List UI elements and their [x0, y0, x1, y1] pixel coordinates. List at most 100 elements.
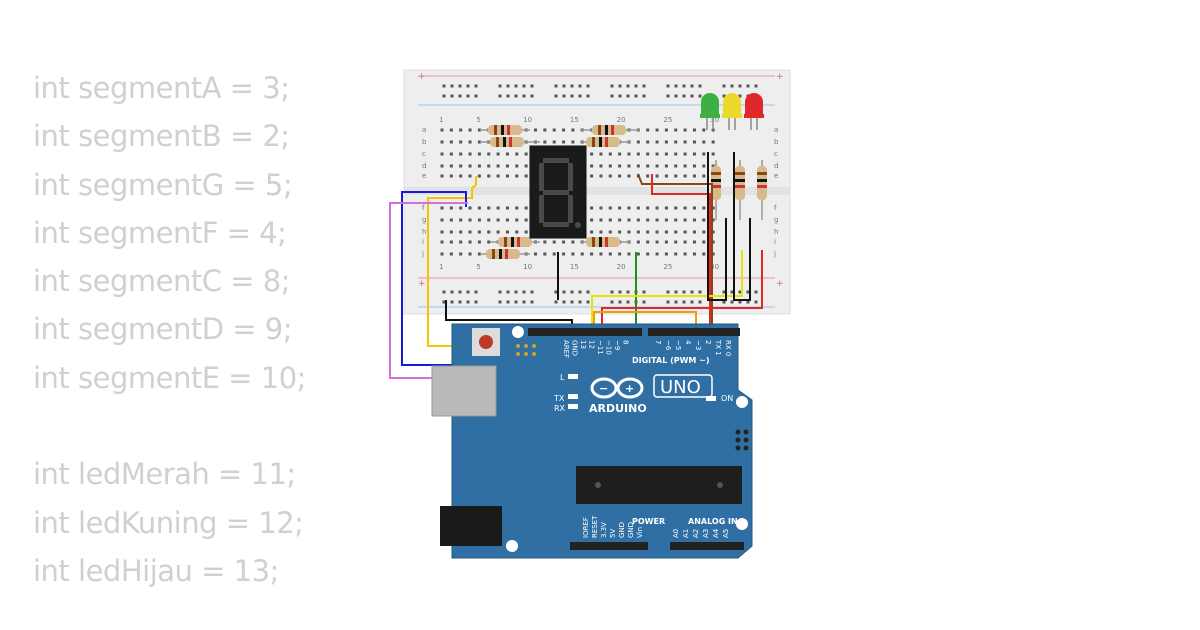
power-pin-label: Vin: [636, 527, 644, 538]
column-number: 10: [523, 263, 532, 271]
breadboard-hole: [655, 206, 659, 210]
power-pin-label: RESET: [591, 515, 599, 538]
traffic-leds: [700, 93, 764, 130]
breadboard-hole: [608, 218, 612, 222]
analog-pin-label: A2: [692, 529, 700, 538]
breadboard-hole: [524, 174, 528, 178]
breadboard-hole: [496, 174, 500, 178]
analog-label: ANALOG IN: [688, 517, 738, 526]
analog-pin-label: A0: [672, 529, 680, 538]
code-line: int segmentB = 2;: [33, 119, 290, 154]
resistor-led-1: [711, 160, 721, 220]
breadboard-hole: [618, 174, 622, 178]
breadboard-hole: [702, 218, 706, 222]
code-line: int segmentG = 5;: [33, 167, 293, 202]
rail-hole: [554, 290, 558, 294]
breadboard-hole: [692, 128, 696, 132]
breadboard-hole: [711, 218, 715, 222]
rail-hole: [570, 84, 574, 88]
rail-hole: [578, 84, 582, 88]
row-letter: h: [422, 228, 426, 236]
breadboard-hole: [440, 240, 444, 244]
breadboard-hole: [599, 164, 603, 168]
tx-label: TX: [553, 394, 565, 403]
digital-pin-label: 8: [622, 340, 630, 344]
rail-hole: [682, 290, 686, 294]
breadboard-hole: [702, 152, 706, 156]
breadboard-hole: [440, 206, 444, 210]
breadboard-hole: [655, 164, 659, 168]
rail-hole: [754, 300, 758, 304]
breadboard-hole: [646, 240, 650, 244]
rail-hole: [698, 84, 702, 88]
rail-hole: [618, 290, 622, 294]
breadboard-hole: [515, 206, 519, 210]
breadboard-hole: [580, 252, 584, 256]
led-red: [744, 93, 764, 130]
breadboard-hole: [646, 218, 650, 222]
rail-hole: [618, 94, 622, 98]
rail-hole: [666, 84, 670, 88]
rail-hole: [610, 300, 614, 304]
breadboard-hole: [459, 240, 463, 244]
breadboard-hole: [599, 174, 603, 178]
rail-hole: [554, 84, 558, 88]
breadboard-hole: [459, 128, 463, 132]
rail-hole: [450, 290, 454, 294]
row-letter: i: [422, 238, 424, 246]
breadboard-hole: [459, 252, 463, 256]
breadboard-hole: [543, 240, 547, 244]
breadboard-hole: [599, 230, 603, 234]
column-number: 1: [439, 263, 443, 271]
rail-hole: [746, 290, 750, 294]
breadboard-hole: [664, 128, 668, 132]
breadboard-hole: [590, 164, 594, 168]
row-letter: d: [774, 162, 778, 170]
breadboard-hole: [627, 164, 631, 168]
breadboard-hole: [468, 218, 472, 222]
reset-button[interactable]: [479, 335, 493, 349]
brand-text: ARDUINO: [589, 402, 647, 415]
breadboard-hole: [487, 152, 491, 156]
breadboard-hole: [562, 140, 566, 144]
breadboard-hole: [487, 218, 491, 222]
breadboard-hole: [524, 230, 528, 234]
row-letter: j: [421, 250, 424, 258]
breadboard-hole: [618, 230, 622, 234]
rail-hole: [498, 300, 502, 304]
rail-hole: [610, 94, 614, 98]
breadboard-hole: [590, 152, 594, 156]
row-letter: a: [422, 126, 426, 134]
breadboard-hole: [702, 140, 706, 144]
breadboard-hole: [627, 252, 631, 256]
breadboard-hole: [674, 164, 678, 168]
model-text: UNO: [660, 377, 701, 398]
row-letter: f: [422, 204, 425, 212]
rail-hole: [698, 300, 702, 304]
code-listing: int segmentA = 3;int segmentB = 2;int se…: [33, 68, 306, 599]
breadboard-hole: [449, 140, 453, 144]
breadboard-hole: [552, 240, 556, 244]
rail-hole: [506, 94, 510, 98]
breadboard-hole: [496, 152, 500, 156]
breadboard-hole: [477, 164, 481, 168]
code-line: int segmentE = 10;: [33, 360, 306, 395]
breadboard-hole: [543, 252, 547, 256]
led-green: [700, 93, 720, 130]
rail-hole: [610, 84, 614, 88]
row-letter: b: [422, 138, 427, 146]
rail-hole: [442, 300, 446, 304]
rail-hole: [690, 84, 694, 88]
rail-hole: [474, 300, 478, 304]
column-number: 15: [570, 263, 579, 271]
rail-hole: [666, 290, 670, 294]
digital-pin-label: RX 0: [724, 340, 732, 356]
rail-hole: [618, 84, 622, 88]
breadboard-hole: [440, 128, 444, 132]
breadboard-hole: [702, 128, 706, 132]
breadboard-hole: [711, 252, 715, 256]
breadboard-hole: [646, 252, 650, 256]
column-number: 1: [439, 116, 443, 124]
rail-hole: [674, 300, 678, 304]
